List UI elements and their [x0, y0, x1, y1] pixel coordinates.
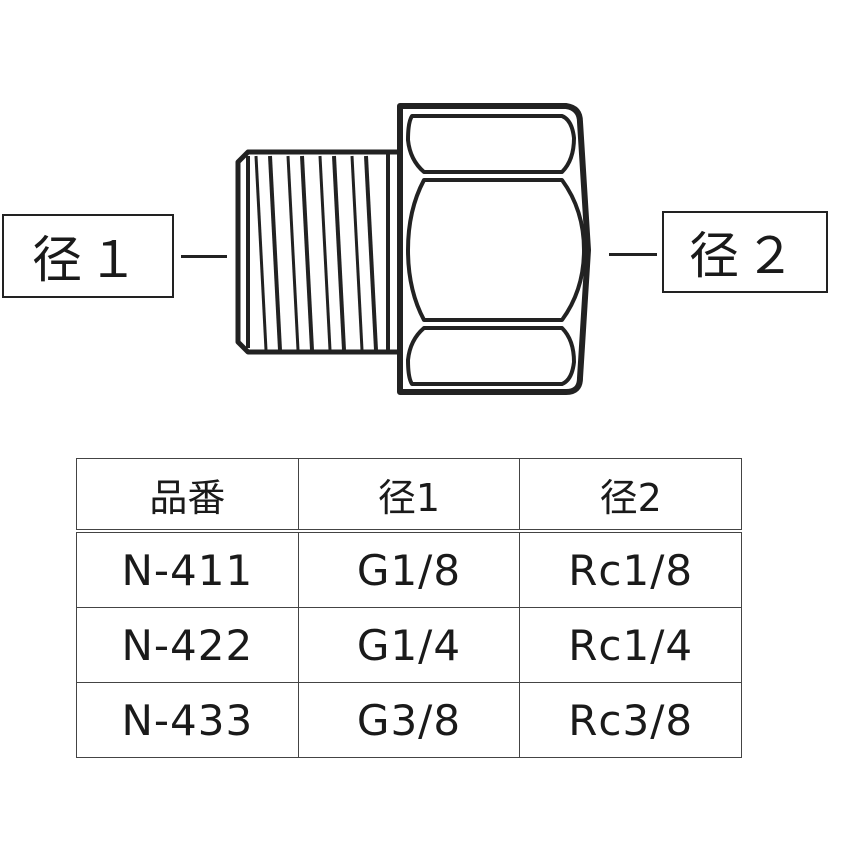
diameter-2-leader	[609, 253, 657, 256]
header-diameter-1: 径1	[297, 458, 521, 532]
diameter-1-cell: G3/8	[297, 682, 521, 758]
diameter-2-cell: Rc3/8	[519, 682, 742, 758]
diameter-1-cell: G1/4	[297, 607, 521, 683]
diameter-2-label: 径２	[662, 211, 828, 293]
table-row: N-433 G3/8 Rc3/8	[76, 682, 742, 758]
header-part-number: 品番	[76, 458, 299, 532]
part-number-cell: N-422	[76, 607, 299, 683]
spec-table: 品番 径1 径2 N-411 G1/8 Rc1/8 N-422 G1/4 Rc1…	[76, 458, 742, 758]
part-number-cell: N-433	[76, 682, 299, 758]
diameter-2-cell: Rc1/4	[519, 607, 742, 683]
hex-nut	[397, 103, 591, 395]
table-row: N-422 G1/4 Rc1/4	[76, 607, 742, 683]
part-number-cell: N-411	[76, 530, 299, 608]
diameter-1-leader	[181, 255, 227, 258]
diameter-2-cell: Rc1/8	[519, 530, 742, 608]
fitting-diagram	[235, 103, 591, 395]
diameter-1-label: 径１	[2, 214, 174, 298]
header-diameter-2: 径2	[519, 458, 742, 532]
threaded-end	[235, 149, 400, 355]
table-header-row: 品番 径1 径2	[76, 458, 742, 532]
table-row: N-411 G1/8 Rc1/8	[76, 530, 742, 608]
diameter-1-cell: G1/8	[297, 530, 521, 608]
